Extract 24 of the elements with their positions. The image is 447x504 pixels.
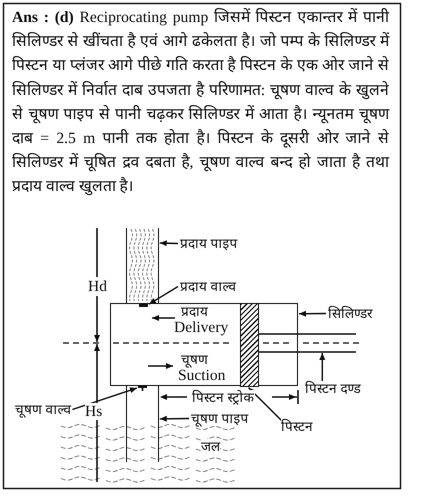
- leader-line: [72, 387, 138, 410]
- dimension-label: Hs: [85, 403, 102, 420]
- cylinder: [110, 303, 298, 386]
- answer-paragraph: Ans : (d) Reciprocating pump जिसमें पिस्टन एकान्तर में पानी सिलिण्डर से खींचता है एवं आगे ढकेलता है। जो पम्प के सिलिण्डर में पिस्टन या प्लंजर आगे पीछे गति करता है पिस्टन के एक ओर जाने से सिलिण्डर में निर्वात दाब उपजता है परिणामत: चूषण वाल्व के खुलने से चूषण पाइप से पानी चढ़कर सिलिण्डर में आता है। न्यूनतम चूषण दाब = 2.5 m पानी तक होता है। पिस्टन के दूसरी ओर जाने से सिलिण्डर में चूषित द्रव दबता है, चूषण वाल्व बन्द हो जाता है तथा प्रदाय वाल्व खुलता है।: [12, 7, 389, 198]
- leader-line: [319, 353, 326, 382]
- piston-rod: [257, 333, 356, 353]
- part-label: सिलिण्डर: [328, 306, 373, 321]
- leader-line: [160, 416, 189, 422]
- part-label: पिस्टन दण्ड: [305, 381, 360, 396]
- piston: [240, 303, 259, 387]
- cylinder-label: Delivery: [174, 319, 228, 336]
- water-label: जल: [201, 439, 220, 454]
- dimension-label: पिस्टन स्ट्रोक: [190, 390, 256, 405]
- cylinder-label: Suction: [178, 367, 226, 384]
- cylinder-label: चूषण: [181, 352, 208, 367]
- part-label: पिस्टन: [281, 419, 313, 434]
- leader-line: [248, 387, 282, 422]
- valve-symbol: [139, 303, 148, 307]
- valve-symbol: [138, 385, 147, 391]
- cylinder-label: प्रदाय: [181, 304, 208, 319]
- pipe: [126, 385, 159, 462]
- leader-line: [160, 240, 178, 246]
- leader-line: [299, 310, 326, 317]
- leader-line: [148, 286, 178, 305]
